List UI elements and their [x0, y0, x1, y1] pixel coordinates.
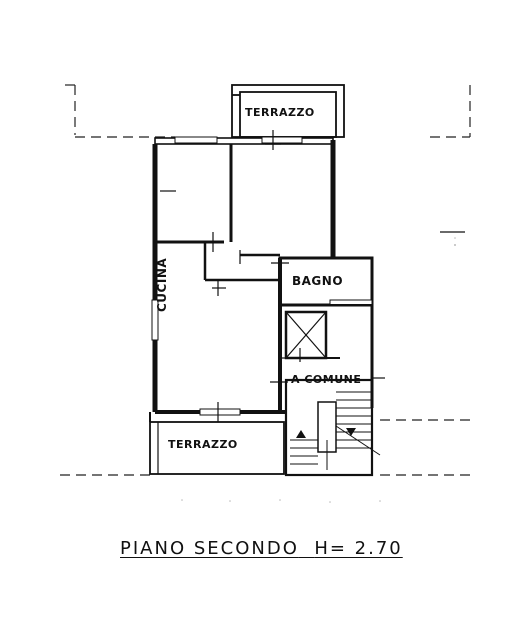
- room-label-a-comune: A COMUNE: [291, 373, 362, 386]
- stair-arrows: [296, 428, 356, 438]
- ceiling-height: H= 2.70: [314, 538, 403, 559]
- common-area-walls: [280, 304, 374, 477]
- room-label-terrazzo-top: TERRAZZO: [245, 106, 315, 119]
- title-spacer: [299, 538, 314, 559]
- room-label-cucina: CUCINA: [155, 257, 169, 312]
- staircase: [290, 391, 381, 470]
- room-label-bagno: BAGNO: [292, 274, 344, 288]
- paper-specks: [181, 237, 456, 503]
- terrazzo-bottom-walls: [149, 412, 285, 475]
- dashed-boundary-lines: [60, 84, 471, 476]
- room-label-terrazzo-bottom: TERRAZZO: [168, 438, 238, 451]
- floor-title: PIANO SECONDO H= 2.70: [120, 538, 403, 559]
- floor-name: PIANO SECONDO: [120, 538, 299, 559]
- elevator-shaft: [284, 310, 328, 362]
- windows: [151, 136, 373, 416]
